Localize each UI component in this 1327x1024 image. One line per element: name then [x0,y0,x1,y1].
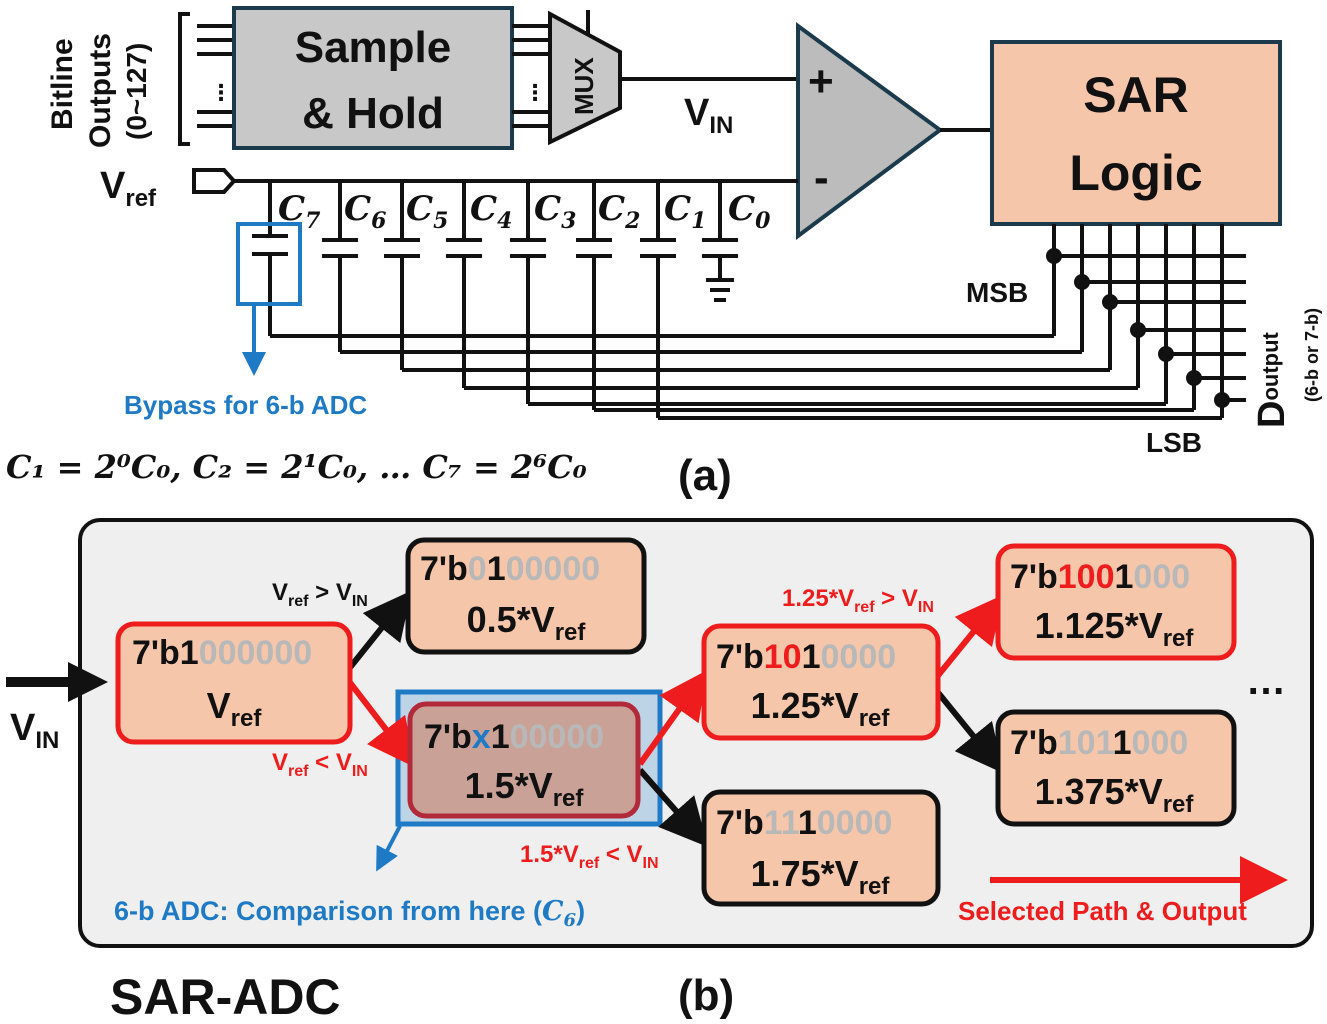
capacitor-equation: C₁ = 2⁰C₀, C₂ = 2¹C₀, … C₇ = 2⁶C₀ [6,448,587,486]
svg-text:Vref: Vref [207,685,263,732]
bitline-input-wires: ⋮ [197,24,234,128]
svg-text:7'bx100000: 7'bx100000 [424,718,604,756]
capacitor-c2 [576,181,612,410]
comparator [796,22,944,240]
svg-text:7'b1011000: 7'b1011000 [1010,724,1188,762]
capacitor-c5 [384,181,420,370]
svg-text:C4: C4 [470,189,512,234]
svg-text:7'b1001000: 7'b1001000 [1010,558,1190,596]
vref-label: Vref [100,165,157,212]
vref-port [192,168,237,194]
doutput-note: (6-b or 7-b) [1302,308,1322,402]
more-nodes-ellipsis: … [1246,659,1286,703]
svg-text:C6: C6 [344,189,386,234]
flow-node-1-125vref: 7'b1001000 1.125*Vref [995,543,1237,661]
sample-hold-label-2: & Hold [302,89,444,138]
vin-label: VIN [684,92,733,139]
condition-125vref-gt-vin: 1.25*Vref > VIN [782,585,934,616]
bypass-highlight-box [236,222,302,306]
svg-text:1.125*Vref: 1.125*Vref [1035,605,1195,652]
svg-text:C2: C2 [598,189,640,234]
six-bit-note: 6-b ADC: Comparison from here (C6) [114,896,585,931]
mux-label: MUX [569,57,599,115]
flow-node-root: 7'b1000000 Vref [115,621,353,745]
svg-text:⋮: ⋮ [210,80,232,105]
svg-text:0.5*Vref: 0.5*Vref [467,599,587,646]
flow-edges [345,590,1004,847]
svg-text:1.5*Vref: 1.5*Vref [465,765,585,812]
svg-text:1.75*Vref: 1.75*Vref [751,853,891,900]
sample-hold-label-1: Sample [295,23,452,72]
bitline-bracket [178,12,190,146]
flow-node-1-375vref: 7'b1011000 1.375*Vref [995,709,1237,827]
condition-vref-lt-vin: Vref < VIN [272,749,368,780]
vin-input-label: VIN [10,707,59,754]
svg-text:C7: C7 [278,189,321,234]
comparator-minus: - [814,153,829,202]
condition-15vref-lt-vin: 1.5*Vref < VIN [520,841,659,872]
svg-text:7'b1110000: 7'b1110000 [716,804,892,842]
flow-node-1-25vref: 7'b1010000 1.25*Vref [701,623,941,741]
svg-text:C5: C5 [406,189,448,234]
svg-text:1.375*Vref: 1.375*Vref [1035,771,1195,818]
doutput-label: Doutput [1251,331,1293,428]
capacitor-c7 [252,181,288,336]
mux-block [548,10,622,146]
bitline-label-line3: (0~127) [121,43,152,140]
capacitor-c0 [702,181,738,302]
caption-a: (a) [678,451,732,500]
svg-text:⋮: ⋮ [524,80,546,105]
lsb-label: LSB [1146,427,1202,458]
sample-hold-block [232,6,514,150]
svg-text:C0: C0 [728,189,771,234]
flow-node-1-5vref: 7'bx100000 1.5*Vref [407,701,641,819]
svg-text:7'b1010000: 7'b1010000 [716,638,896,676]
svg-text:C3: C3 [534,189,576,234]
bitline-label-line1: Bitline [46,38,79,130]
caption-b: (b) [678,971,734,1020]
svg-text:7'b1000000: 7'b1000000 [132,634,312,672]
condition-vref-gt-vin: Vref > VIN [272,579,368,610]
svg-text:C1: C1 [664,189,706,234]
sar-logic-label-1: SAR [1083,67,1189,123]
comparator-plus: + [808,57,834,106]
sar-adc-title: SAR-ADC [110,969,341,1024]
sar-logic-label-2: Logic [1069,145,1202,201]
svg-text:1.25*Vref: 1.25*Vref [751,685,891,732]
bitline-label-line2: Outputs [84,33,117,148]
bypass-label: Bypass for 6-b ADC [124,390,367,420]
selected-path-legend-label: Selected Path & Output [958,896,1247,926]
capacitor-array: C7 C6 C5 C4 C3 C2 C1 C0 [236,181,771,418]
six-bit-note-arrow [376,825,402,872]
msb-label: MSB [966,277,1028,308]
flow-node-1-75vref: 7'b1110000 1.75*Vref [701,789,941,907]
capacitor-c3 [510,181,546,404]
flow-node-0-5vref: 7'b0100000 0.5*Vref [405,537,647,655]
bitline-label: Bitline Outputs (0~127) [46,33,152,148]
svg-text:7'b0100000: 7'b0100000 [420,550,600,588]
sar-control-bus [270,224,1246,420]
capacitor-c4 [446,181,482,388]
sh-output-wires: ⋮ [512,24,550,128]
ground-icon [706,278,734,302]
